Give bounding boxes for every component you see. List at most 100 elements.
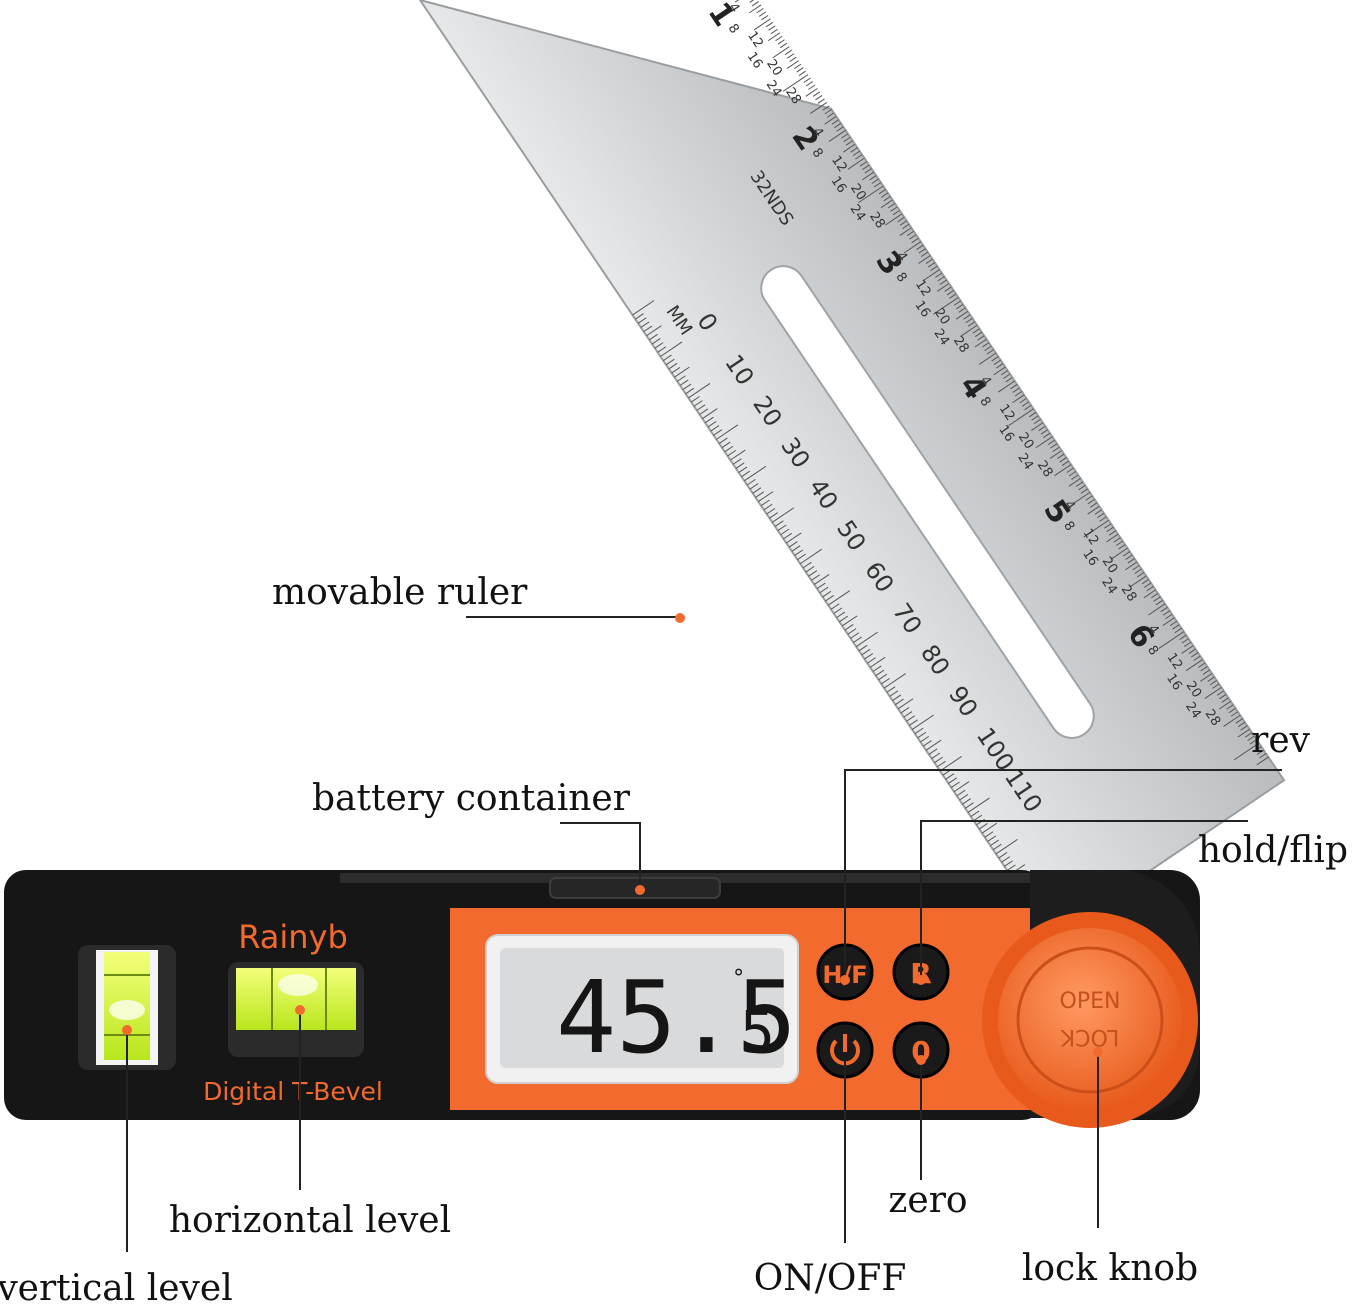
inch-tick (789, 56, 797, 63)
inch-tick (1181, 638, 1189, 644)
inch-tick (824, 108, 832, 115)
mm-tick (671, 367, 681, 374)
inch-tick (862, 164, 870, 170)
inch-tick (1143, 589, 1156, 599)
mm-tick (769, 512, 779, 519)
mm-tick (903, 711, 913, 718)
inch-tick (1087, 498, 1095, 505)
mm-tick (718, 437, 728, 444)
inch-tick (1247, 735, 1255, 742)
fraction-label: 12 (744, 29, 766, 51)
inch-tick (1005, 377, 1013, 383)
inch-tick (1136, 572, 1145, 578)
mm-tick (811, 574, 821, 581)
inch-tick (1054, 464, 1072, 477)
inch-tick (1237, 721, 1246, 728)
mm-tick (922, 740, 932, 747)
inch-tick (859, 161, 868, 167)
inch-tick (749, 0, 757, 3)
inch-tick (958, 307, 966, 313)
mm-tick (707, 420, 717, 428)
mm-tick (819, 586, 829, 594)
mm-tick (833, 607, 843, 614)
inch-tick (822, 105, 830, 111)
mm-tick (682, 383, 692, 391)
mm-tick (755, 491, 765, 498)
mm-tick (727, 449, 737, 457)
inch-tick (1221, 697, 1229, 703)
mm-tick (777, 524, 787, 531)
inch-tick (1226, 704, 1234, 710)
inch-ticks (734, 0, 1269, 766)
inch-tick (946, 290, 954, 296)
inch-tick (1259, 753, 1267, 759)
inch-tick (1118, 544, 1126, 550)
inch-tick (883, 196, 891, 202)
inch-tick (1204, 686, 1222, 699)
lock-knob[interactable]: OPEN LOCK (982, 912, 1198, 1128)
inch-tick (1047, 439, 1055, 446)
mm-tick (766, 507, 776, 515)
inch-tick (777, 39, 785, 45)
callout-zero: zero (888, 1180, 967, 1221)
mm-tick (749, 483, 759, 490)
inch-tick (933, 296, 959, 315)
mm-tick (632, 300, 655, 316)
inch-tick (1043, 432, 1051, 439)
battery-container[interactable] (549, 877, 721, 899)
mm-tick (674, 366, 690, 378)
fraction-label: 16 (744, 49, 766, 71)
mm-tick (855, 631, 879, 648)
inch-tick (1256, 749, 1264, 755)
inch-tick (1115, 540, 1124, 547)
mm-tick (990, 839, 999, 847)
inch-tick (1207, 676, 1215, 682)
inch-tick (1071, 474, 1079, 480)
mm-tick (839, 615, 848, 623)
inch-tick (916, 244, 924, 251)
inch-tick (805, 88, 818, 97)
inch-tick (963, 314, 971, 320)
mm-tick (822, 590, 832, 598)
inch-tick (890, 206, 898, 212)
mm-tick (685, 387, 695, 395)
inch-tick (1237, 728, 1250, 738)
mm-tick (897, 698, 914, 710)
mm-tick (878, 673, 888, 681)
inch-tick (815, 95, 823, 101)
inch-tick (758, 11, 767, 17)
mm-tick (948, 777, 958, 784)
inch-tick (1094, 509, 1102, 515)
mm-tick (900, 706, 910, 714)
inch-tick (873, 182, 882, 188)
mm-tick (950, 781, 960, 789)
mm-tick (850, 632, 860, 639)
angle-reading-decimal: 5 (740, 998, 775, 1066)
callout-hold-flip: hold/flip (1198, 830, 1348, 871)
inch-tick (1049, 450, 1062, 459)
inch-tick (772, 46, 790, 59)
mm-tick (830, 603, 840, 610)
inch-tick (861, 171, 875, 181)
mm-tick (1004, 860, 1013, 867)
inch-tick (787, 53, 795, 59)
inch-tick (930, 265, 938, 271)
mm-tick (643, 325, 653, 333)
inch-tick (1021, 401, 1030, 407)
mm-tick (875, 669, 885, 677)
inch-tick (1085, 495, 1093, 501)
inch-tick (909, 234, 917, 240)
inch-tick (786, 60, 799, 69)
mm-tick (841, 615, 858, 627)
inch-tick (805, 81, 814, 87)
inch-tick (899, 227, 912, 237)
inch-tick (749, 4, 762, 14)
mm-tick (802, 561, 812, 569)
inch-tick (960, 324, 978, 337)
mm-tick (744, 465, 767, 482)
mm-tick (981, 822, 998, 834)
mm-tick (693, 400, 703, 407)
mm-tick (827, 590, 851, 606)
inch-tick (1038, 425, 1046, 432)
mm-tick (962, 798, 971, 805)
